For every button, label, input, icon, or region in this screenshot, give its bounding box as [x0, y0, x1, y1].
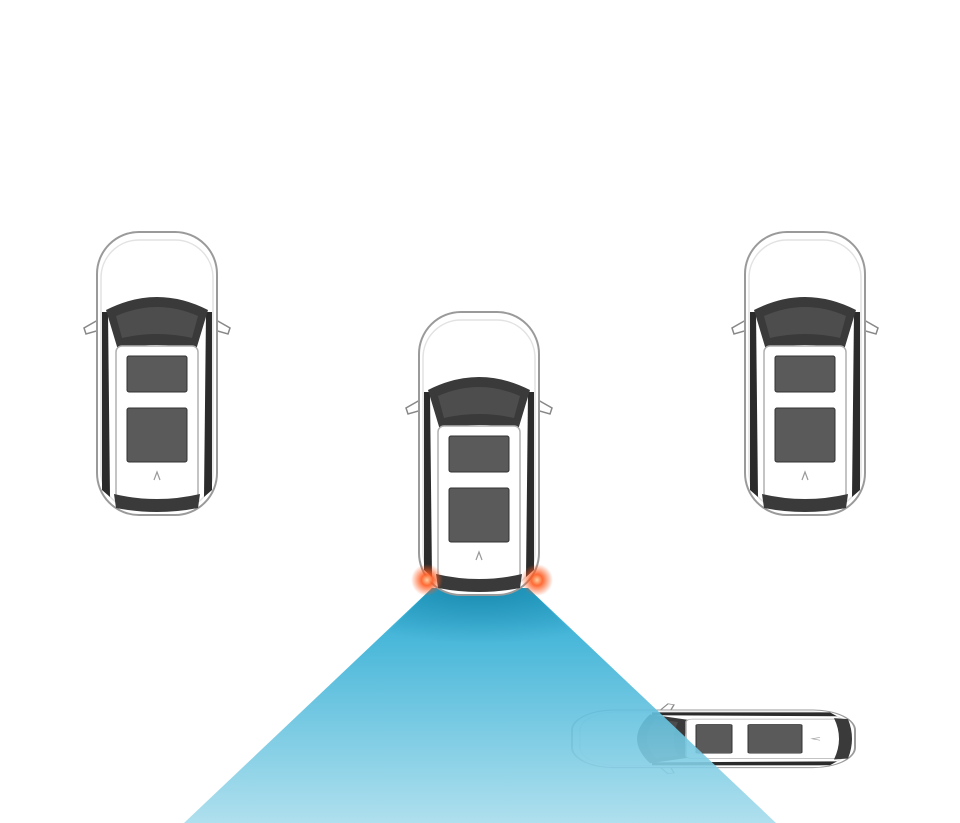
rear-sensor-cone	[184, 588, 776, 823]
alert-glow-left-icon	[411, 564, 443, 596]
reversing-car	[405, 311, 553, 596]
parked-car-left	[83, 231, 231, 516]
parked-car-right	[731, 231, 879, 516]
sensor-cone-shade	[340, 588, 620, 680]
alert-glow-right-icon	[521, 564, 553, 596]
